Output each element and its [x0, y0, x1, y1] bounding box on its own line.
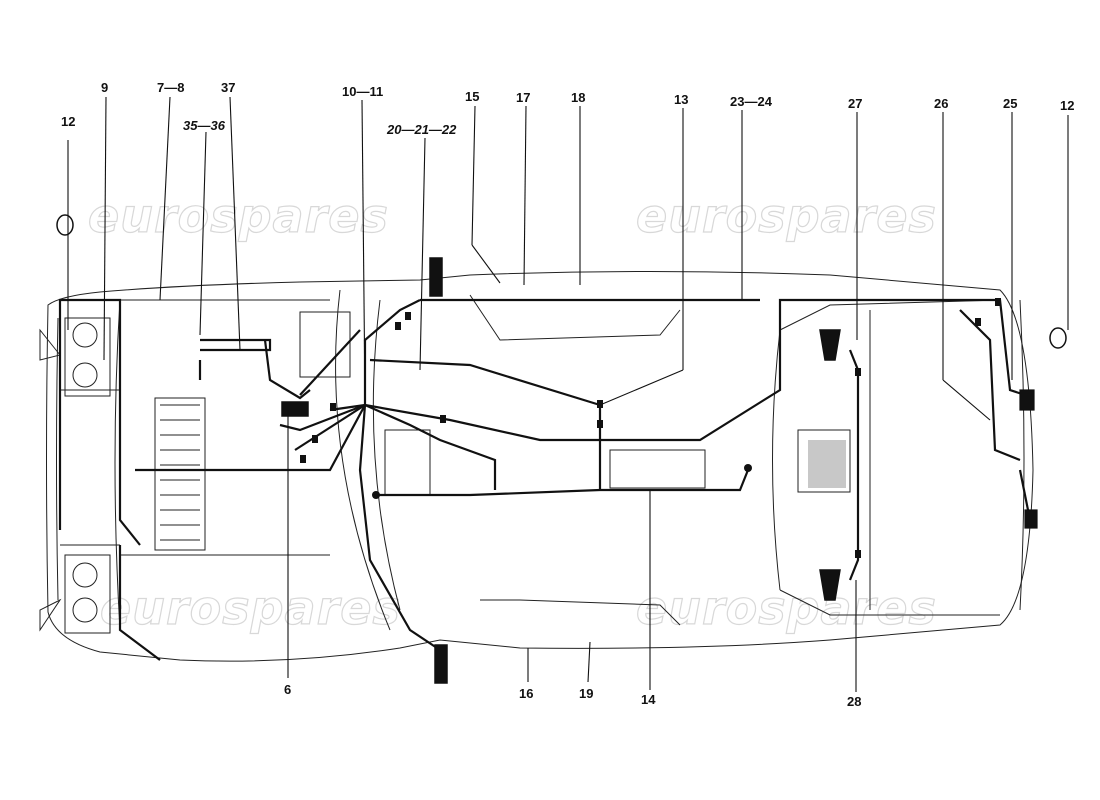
lamp-12-left	[56, 214, 74, 236]
callout-14: 14	[641, 692, 656, 707]
callout-27: 27	[848, 96, 862, 111]
callout-15: 15	[465, 89, 479, 104]
watermark-bottom-left: eurospares	[100, 581, 401, 635]
callout-13: 13	[674, 92, 688, 107]
watermark-top-right: eurospares	[636, 189, 937, 243]
callout-7-8: 7—8	[157, 80, 184, 95]
watermark-top-left: eurospares	[88, 189, 389, 243]
callout-17: 17	[516, 90, 530, 105]
watermarks: eurospares eurospares eurospares eurospa…	[87, 188, 937, 635]
callout-16: 16	[519, 686, 533, 701]
callout-35-36: 35—36	[183, 118, 226, 133]
callout-10-11: 10—11	[342, 84, 383, 99]
leader-lines	[67, 96, 1069, 692]
ground-point-right	[744, 464, 752, 472]
mirror-right	[434, 644, 448, 684]
callout-18: 18	[571, 90, 585, 105]
callout-23-24: 23—24	[730, 94, 773, 109]
rear-vent-grille	[797, 429, 851, 493]
callout-6: 6	[284, 682, 291, 697]
callout-26: 26	[934, 96, 948, 111]
callout-25: 25	[1003, 96, 1017, 111]
callout-12-left: 12	[61, 114, 75, 129]
connectors	[56, 214, 1067, 684]
callout-labels: 12 9 7—8 37 35—36 10—11 20—21—22 15 17 1…	[61, 80, 1074, 709]
callout-9: 9	[101, 80, 108, 95]
mirror-left	[429, 257, 443, 297]
callout-19: 19	[579, 686, 593, 701]
ground-point-left	[372, 491, 380, 499]
lamp-12-right	[1049, 327, 1067, 349]
callout-12-right: 12	[1060, 98, 1074, 113]
callout-20-21-22: 20—21—22	[386, 122, 457, 137]
callout-37: 37	[221, 80, 235, 95]
watermark-bottom-right: eurospares	[636, 581, 937, 635]
callout-28: 28	[847, 694, 861, 709]
